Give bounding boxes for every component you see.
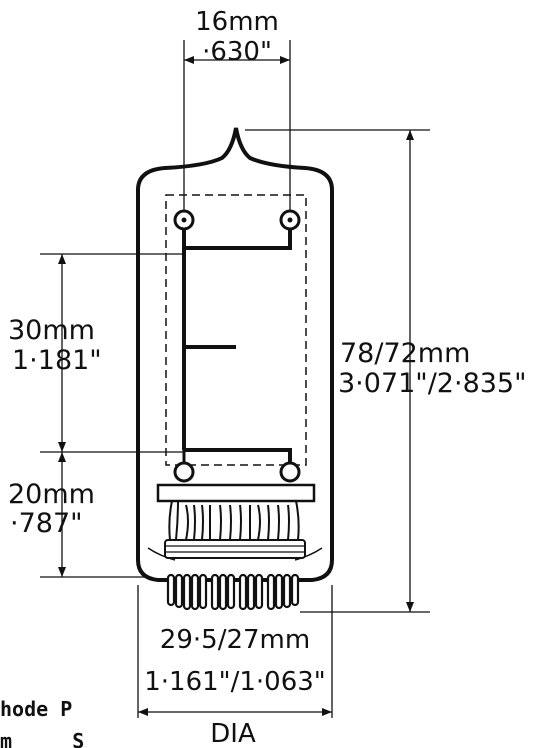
tube-envelope [136, 127, 334, 582]
lead-wires [168, 500, 300, 541]
electrode-top-bar [184, 229, 292, 250]
base-height-mm-label: 20mm [8, 479, 95, 510]
electrode-bottom-bar [184, 448, 292, 463]
diameter-dia-label: DIA [210, 719, 256, 748]
diameter-in-label: 1·161"/1·063" [144, 667, 326, 697]
arrowheads [58, 56, 414, 716]
electrode-height-in-label: 1·181" [12, 345, 102, 376]
base-curve [147, 547, 176, 561]
top-width-mm-label: 16mm [195, 7, 279, 37]
overall-height-mm-label: 78/72mm [340, 338, 470, 369]
diameter-mm-label: 29·5/27mm [160, 625, 310, 655]
cropped-text-line-1: hode P [0, 697, 72, 721]
support-circle [279, 461, 301, 483]
support-circle [173, 461, 195, 483]
mica-plate [156, 483, 316, 503]
pin-seals [164, 539, 306, 559]
support-circle [287, 217, 293, 223]
cropped-text-line-2: m S [0, 729, 84, 748]
base-height-in-label: ·787" [10, 508, 83, 539]
support-circle [181, 217, 187, 223]
overall-height-in-label: 3·071"/2·835" [338, 368, 527, 399]
electrode-height-mm-label: 30mm [8, 315, 95, 346]
pin-seal-lines [165, 545, 305, 553]
electrode-outline [165, 194, 307, 466]
base-curve [294, 547, 323, 561]
top-width-in-label: ·630" [202, 37, 272, 67]
dimension-lines [40, 40, 430, 718]
base-pins [166, 573, 300, 611]
